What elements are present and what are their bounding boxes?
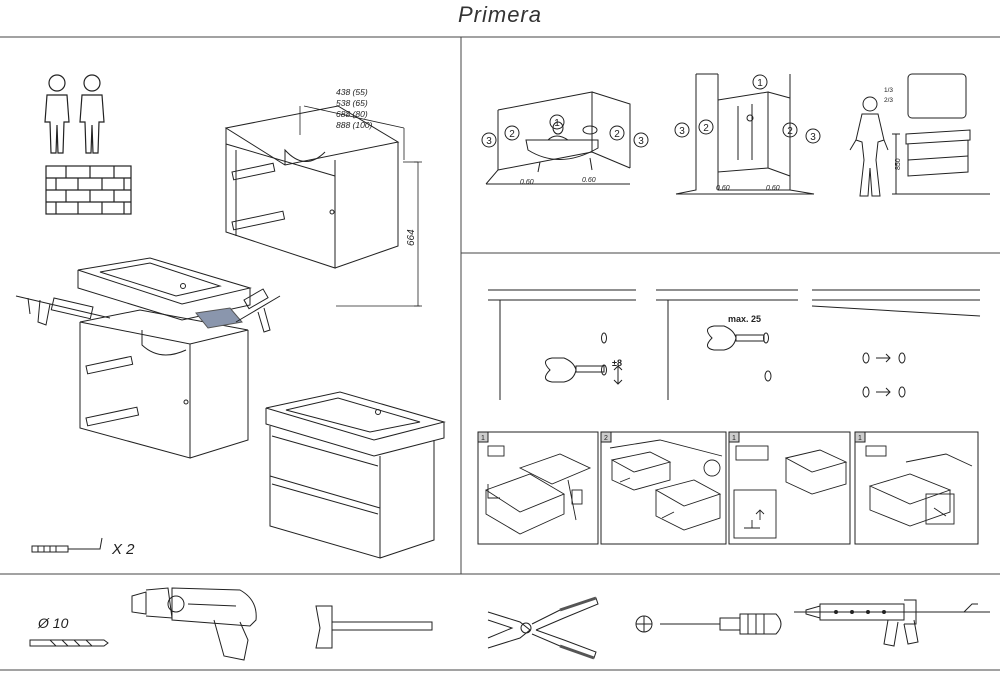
svg-text:1/3: 1/3: [884, 87, 893, 94]
assembled-vanity-drawing: [265, 391, 446, 559]
svg-text:1: 1: [757, 78, 763, 89]
page-title: Primera: [457, 2, 542, 27]
width-label-65: 538 (65): [336, 98, 368, 108]
drawer-step-1-drawing: [484, 445, 592, 535]
svg-text:2: 2: [614, 129, 620, 140]
sealant-gun-right: [235, 288, 281, 333]
svg-text:1: 1: [481, 435, 485, 442]
wall-fitting-icon: [31, 537, 103, 553]
drawer-step-4-drawing: [865, 445, 973, 527]
hammer-icon: [315, 605, 433, 649]
max-depth-label: max. 25: [728, 314, 761, 324]
svg-text:2: 2: [703, 123, 709, 134]
drawer-step-2-drawing: [609, 439, 723, 531]
two-people-icon: [44, 74, 105, 154]
svg-text:3: 3: [810, 132, 816, 143]
svg-text:0.60: 0.60: [766, 185, 780, 192]
mounting-height-diagram: [849, 73, 990, 197]
shower-zone-diagram: [675, 73, 815, 195]
bathtub-zone-diagram: [485, 91, 631, 185]
width-label-55: 438 (55): [336, 87, 368, 97]
pliers-icon: [487, 596, 599, 660]
svg-text:2: 2: [787, 126, 793, 137]
wall-plug-step-2: [656, 289, 798, 400]
width-label-100: 888 (100): [336, 120, 373, 130]
drill-bit-icon: [29, 639, 109, 647]
caulking-gun-icon: [794, 599, 990, 647]
brick-wall-icon: [45, 165, 132, 215]
screwdriver-icon: [635, 613, 782, 635]
panel-frame: [0, 36, 1000, 671]
drawer-step-numbers: 1 2 1 1: [481, 435, 862, 442]
width-label-80: 688 (80): [336, 109, 368, 119]
svg-text:0.60: 0.60: [716, 185, 730, 192]
wall-plug-step-3: [811, 289, 981, 398]
svg-text:0.60: 0.60: [520, 179, 534, 186]
sealant-gun-left: [15, 295, 111, 326]
svg-text:1: 1: [732, 435, 736, 442]
height-label: 664: [406, 229, 417, 246]
quantity-label: X 2: [111, 541, 135, 558]
mirror-fraction-labels: 1/3 2/3: [884, 87, 893, 104]
svg-text:0.60: 0.60: [582, 177, 596, 184]
drawer-step-boxes: [477, 431, 979, 545]
svg-text:2: 2: [509, 129, 515, 140]
svg-text:3: 3: [638, 136, 644, 147]
svg-text:1: 1: [858, 435, 862, 442]
width-dimension-lines: [299, 105, 422, 307]
adjust-label: ±8: [612, 358, 622, 368]
svg-text:3: 3: [679, 126, 685, 137]
svg-text:2/3: 2/3: [884, 97, 893, 104]
drawer-step-3-drawing: [733, 445, 848, 539]
sink-on-cabinet-drawing: [77, 257, 252, 459]
drill-bit-size-label: Ø 10: [37, 615, 69, 631]
svg-text:2: 2: [604, 435, 608, 442]
power-drill-icon: [131, 587, 257, 661]
svg-text:1: 1: [554, 118, 560, 129]
shower-zone-markers: 1 3 2 2 3 0.60 0.60: [674, 74, 821, 192]
svg-text:3: 3: [486, 136, 492, 147]
width-dimension-labels: 438 (55) 538 (65) 688 (80) 888 (100): [336, 87, 373, 130]
mount-height-label: 850: [895, 158, 902, 170]
wall-plug-step-1: [488, 289, 636, 400]
cabinet-frame-drawing: [224, 105, 400, 269]
bathtub-zone-markers: 3 2 1 2 3 0.60 0.60: [481, 114, 649, 186]
